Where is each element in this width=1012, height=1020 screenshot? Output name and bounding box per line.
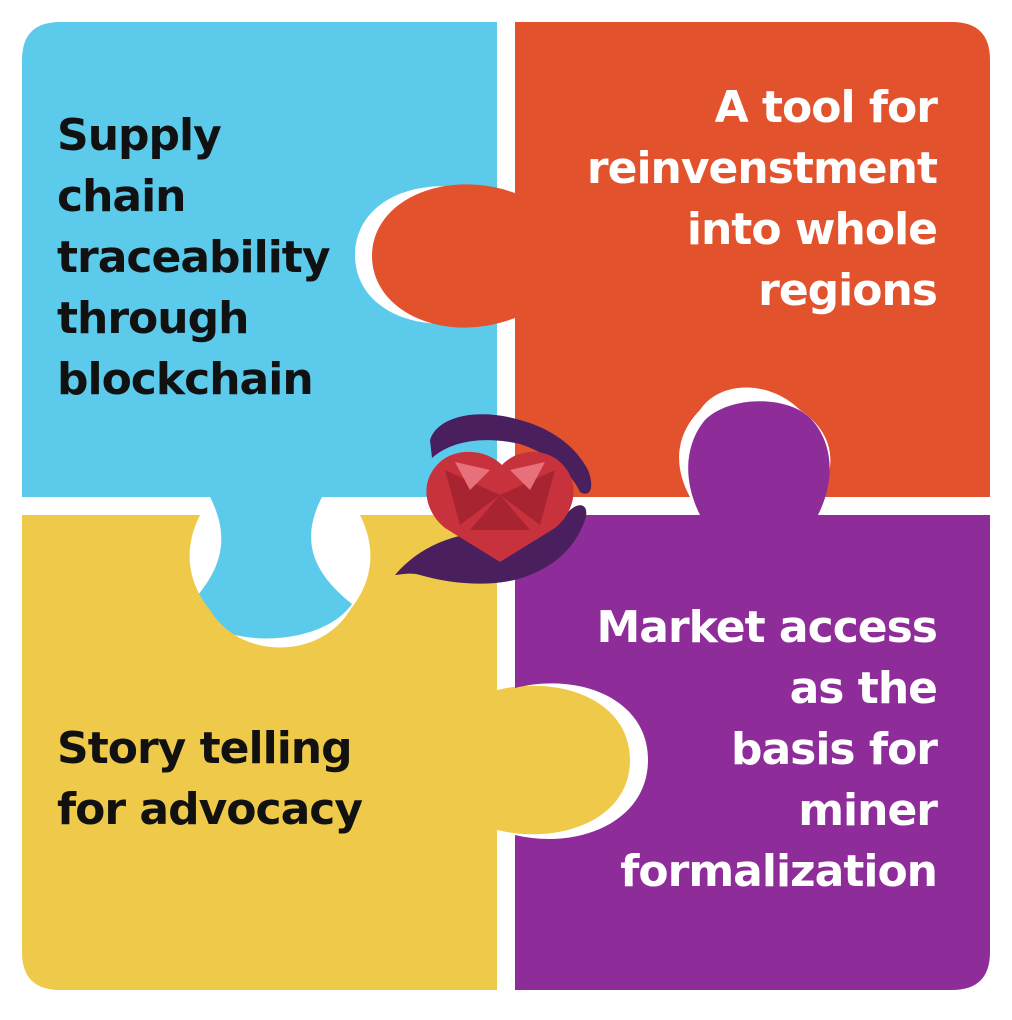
label-line: basis for — [730, 724, 938, 775]
label-line: chain — [57, 171, 187, 222]
upper-hand-icon — [430, 414, 592, 494]
puzzle-piece-bottom-left — [22, 515, 630, 990]
puzzle-piece-top-left — [22, 22, 497, 639]
label-line: into whole — [686, 204, 938, 255]
label-line: Story telling — [57, 723, 353, 774]
label-line: traceability — [57, 232, 330, 283]
label-line: blockchain — [57, 354, 314, 405]
puzzle-piece-top-right — [372, 22, 990, 497]
label-line: through — [57, 293, 249, 344]
puzzle-piece-bottom-right — [515, 401, 990, 990]
label-line: for advocacy — [57, 784, 363, 835]
label-line: reinvenstment — [586, 143, 938, 194]
label-line: Market access — [596, 602, 938, 653]
label-story-telling: Story telling for advocacy — [57, 718, 363, 840]
label-supply-chain: Supply chain traceability through blockc… — [57, 105, 330, 410]
label-line: as the — [789, 663, 938, 714]
label-line: miner — [798, 785, 938, 836]
label-market-access: Market access as the basis for miner for… — [596, 597, 938, 902]
label-reinvestment: A tool for reinvenstment into whole regi… — [586, 77, 938, 321]
label-line: Supply — [57, 110, 222, 161]
label-line: regions — [758, 265, 938, 316]
label-line: formalization — [620, 846, 938, 897]
hands-holding-heart-icon — [395, 414, 592, 584]
heart-highlight-icon — [455, 462, 545, 490]
label-line: A tool for — [714, 82, 938, 133]
